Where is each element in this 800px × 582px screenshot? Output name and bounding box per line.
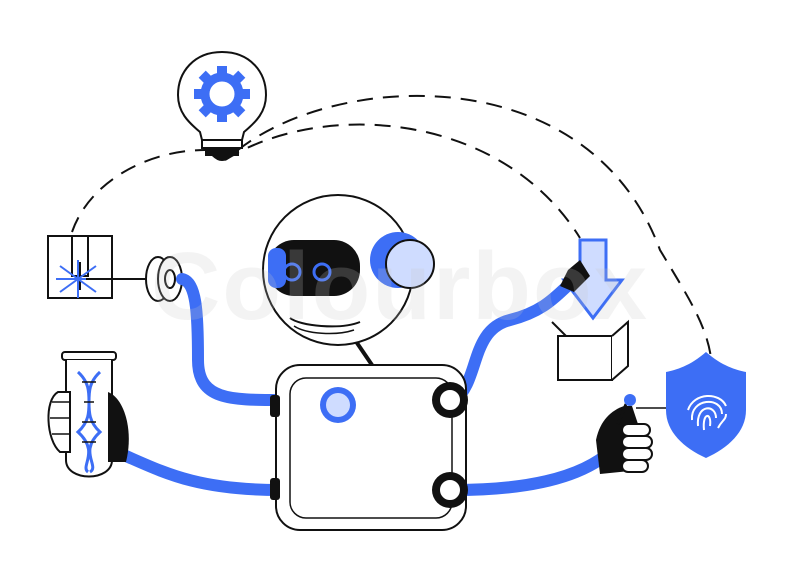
dashed-connection-arcs bbox=[71, 94, 713, 369]
robotic-hand-icon bbox=[47, 391, 129, 462]
lightbulb-icon bbox=[176, 50, 268, 161]
robot-body-icon bbox=[270, 338, 468, 531]
fingerprint-icon bbox=[687, 395, 727, 431]
test-tube-icon bbox=[61, 351, 117, 478]
shield-icon bbox=[666, 352, 746, 458]
robot-head-icon bbox=[262, 194, 435, 346]
laser-device-icon bbox=[47, 235, 183, 302]
box-icon bbox=[551, 319, 629, 381]
download-arrow-icon bbox=[560, 238, 626, 321]
dna-icon bbox=[75, 370, 103, 474]
robotic-hand-icon bbox=[596, 394, 688, 474]
